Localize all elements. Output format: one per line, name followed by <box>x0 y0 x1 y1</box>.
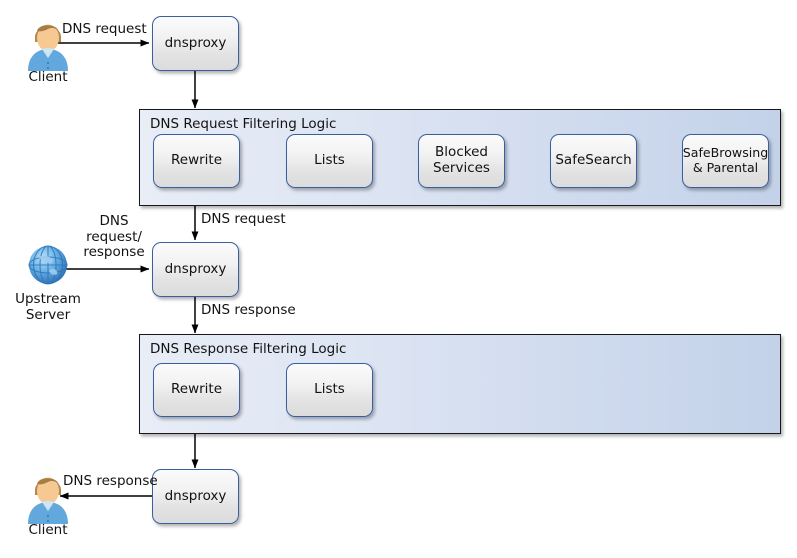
stage-res-rewrite-label: Rewrite <box>170 381 223 398</box>
edge-label-proxy-to-response-filter: DNS response <box>201 302 296 318</box>
stage-req-lists[interactable]: Lists <box>286 134 373 188</box>
stage-res-lists-label: Lists <box>314 381 345 398</box>
dnsproxy-top-node[interactable]: dnsproxy <box>152 16 239 71</box>
stage-req-blocked-services-label: Blocked Services <box>433 144 490 176</box>
stage-req-safesearch-label: SafeSearch <box>555 152 632 169</box>
avatar <box>28 477 68 524</box>
edge-label-upstream-exchange: DNS request/ response <box>83 213 145 261</box>
edge-label-client-to-proxy: DNS request <box>62 21 147 37</box>
caption-client-top: Client <box>28 69 68 85</box>
response-filtering-panel-title: DNS Response Filtering Logic <box>150 341 347 357</box>
stage-res-rewrite[interactable]: Rewrite <box>153 363 240 417</box>
edge-label-proxy-to-client: DNS response <box>63 473 158 489</box>
stage-req-safesearch[interactable]: SafeSearch <box>550 134 637 188</box>
response-filtering-panel: DNS Response Filtering Logic <box>139 334 781 434</box>
stage-req-lists-label: Lists <box>314 152 345 169</box>
dnsproxy-middle-label: dnsproxy <box>164 260 227 277</box>
stage-req-rewrite[interactable]: Rewrite <box>153 134 240 188</box>
caption-upstream-server: Upstream Server <box>15 291 81 323</box>
user-avatar-icon <box>28 477 68 524</box>
globe <box>28 245 68 285</box>
edge-label-proxy-to-request-filter: DNS request <box>201 211 286 227</box>
globe-icon <box>28 245 68 285</box>
stage-req-safebrowsing-parental-label: SafeBrowsing & Parental <box>682 145 769 175</box>
caption-client-bottom: Client <box>28 522 68 538</box>
avatar <box>28 24 68 71</box>
dnsproxy-top-label: dnsproxy <box>164 34 227 51</box>
dnsproxy-bottom-label: dnsproxy <box>164 487 227 504</box>
request-filtering-panel-title: DNS Request Filtering Logic <box>150 116 337 132</box>
stage-req-blocked-services[interactable]: Blocked Services <box>418 134 505 188</box>
dnsproxy-bottom-node[interactable]: dnsproxy <box>152 469 239 524</box>
stage-req-safebrowsing-parental[interactable]: SafeBrowsing & Parental <box>682 134 769 188</box>
stage-req-rewrite-label: Rewrite <box>170 152 223 169</box>
stage-res-lists[interactable]: Lists <box>286 363 373 417</box>
user-avatar-icon <box>28 24 68 71</box>
dnsproxy-middle-node[interactable]: dnsproxy <box>152 242 239 297</box>
